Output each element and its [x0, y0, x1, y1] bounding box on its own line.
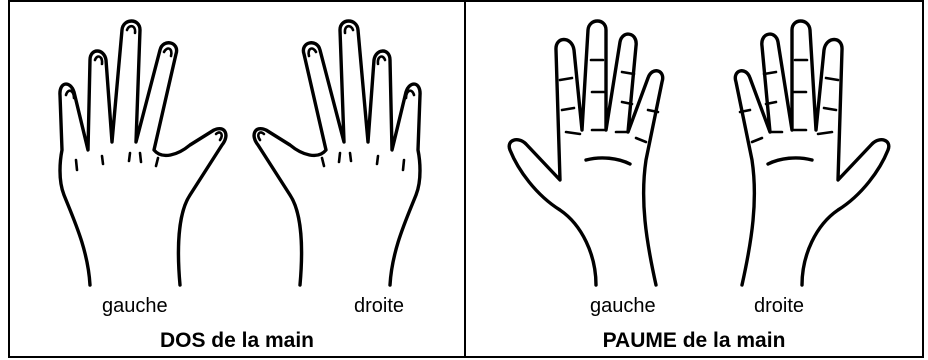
- back-caption: DOS de la main: [10, 330, 464, 351]
- palm-left-hand-drawing: [496, 10, 706, 290]
- back-left-hand-drawing: [30, 10, 240, 290]
- back-left-label: gauche: [102, 296, 168, 316]
- panel-back-of-hand: gauche droite DOS de la main: [10, 2, 464, 356]
- back-right-hand-drawing: [240, 10, 450, 290]
- palm-right-label: droite: [754, 296, 804, 316]
- hands-figure: gauche droite DOS de la main: [8, 0, 924, 358]
- palm-caption: PAUME de la main: [466, 330, 922, 351]
- palm-right-hand-drawing: [692, 10, 902, 290]
- palm-left-label: gauche: [590, 296, 656, 316]
- back-right-label: droite: [354, 296, 404, 316]
- panel-palm-of-hand: gauche droite PAUME de la main: [466, 2, 922, 356]
